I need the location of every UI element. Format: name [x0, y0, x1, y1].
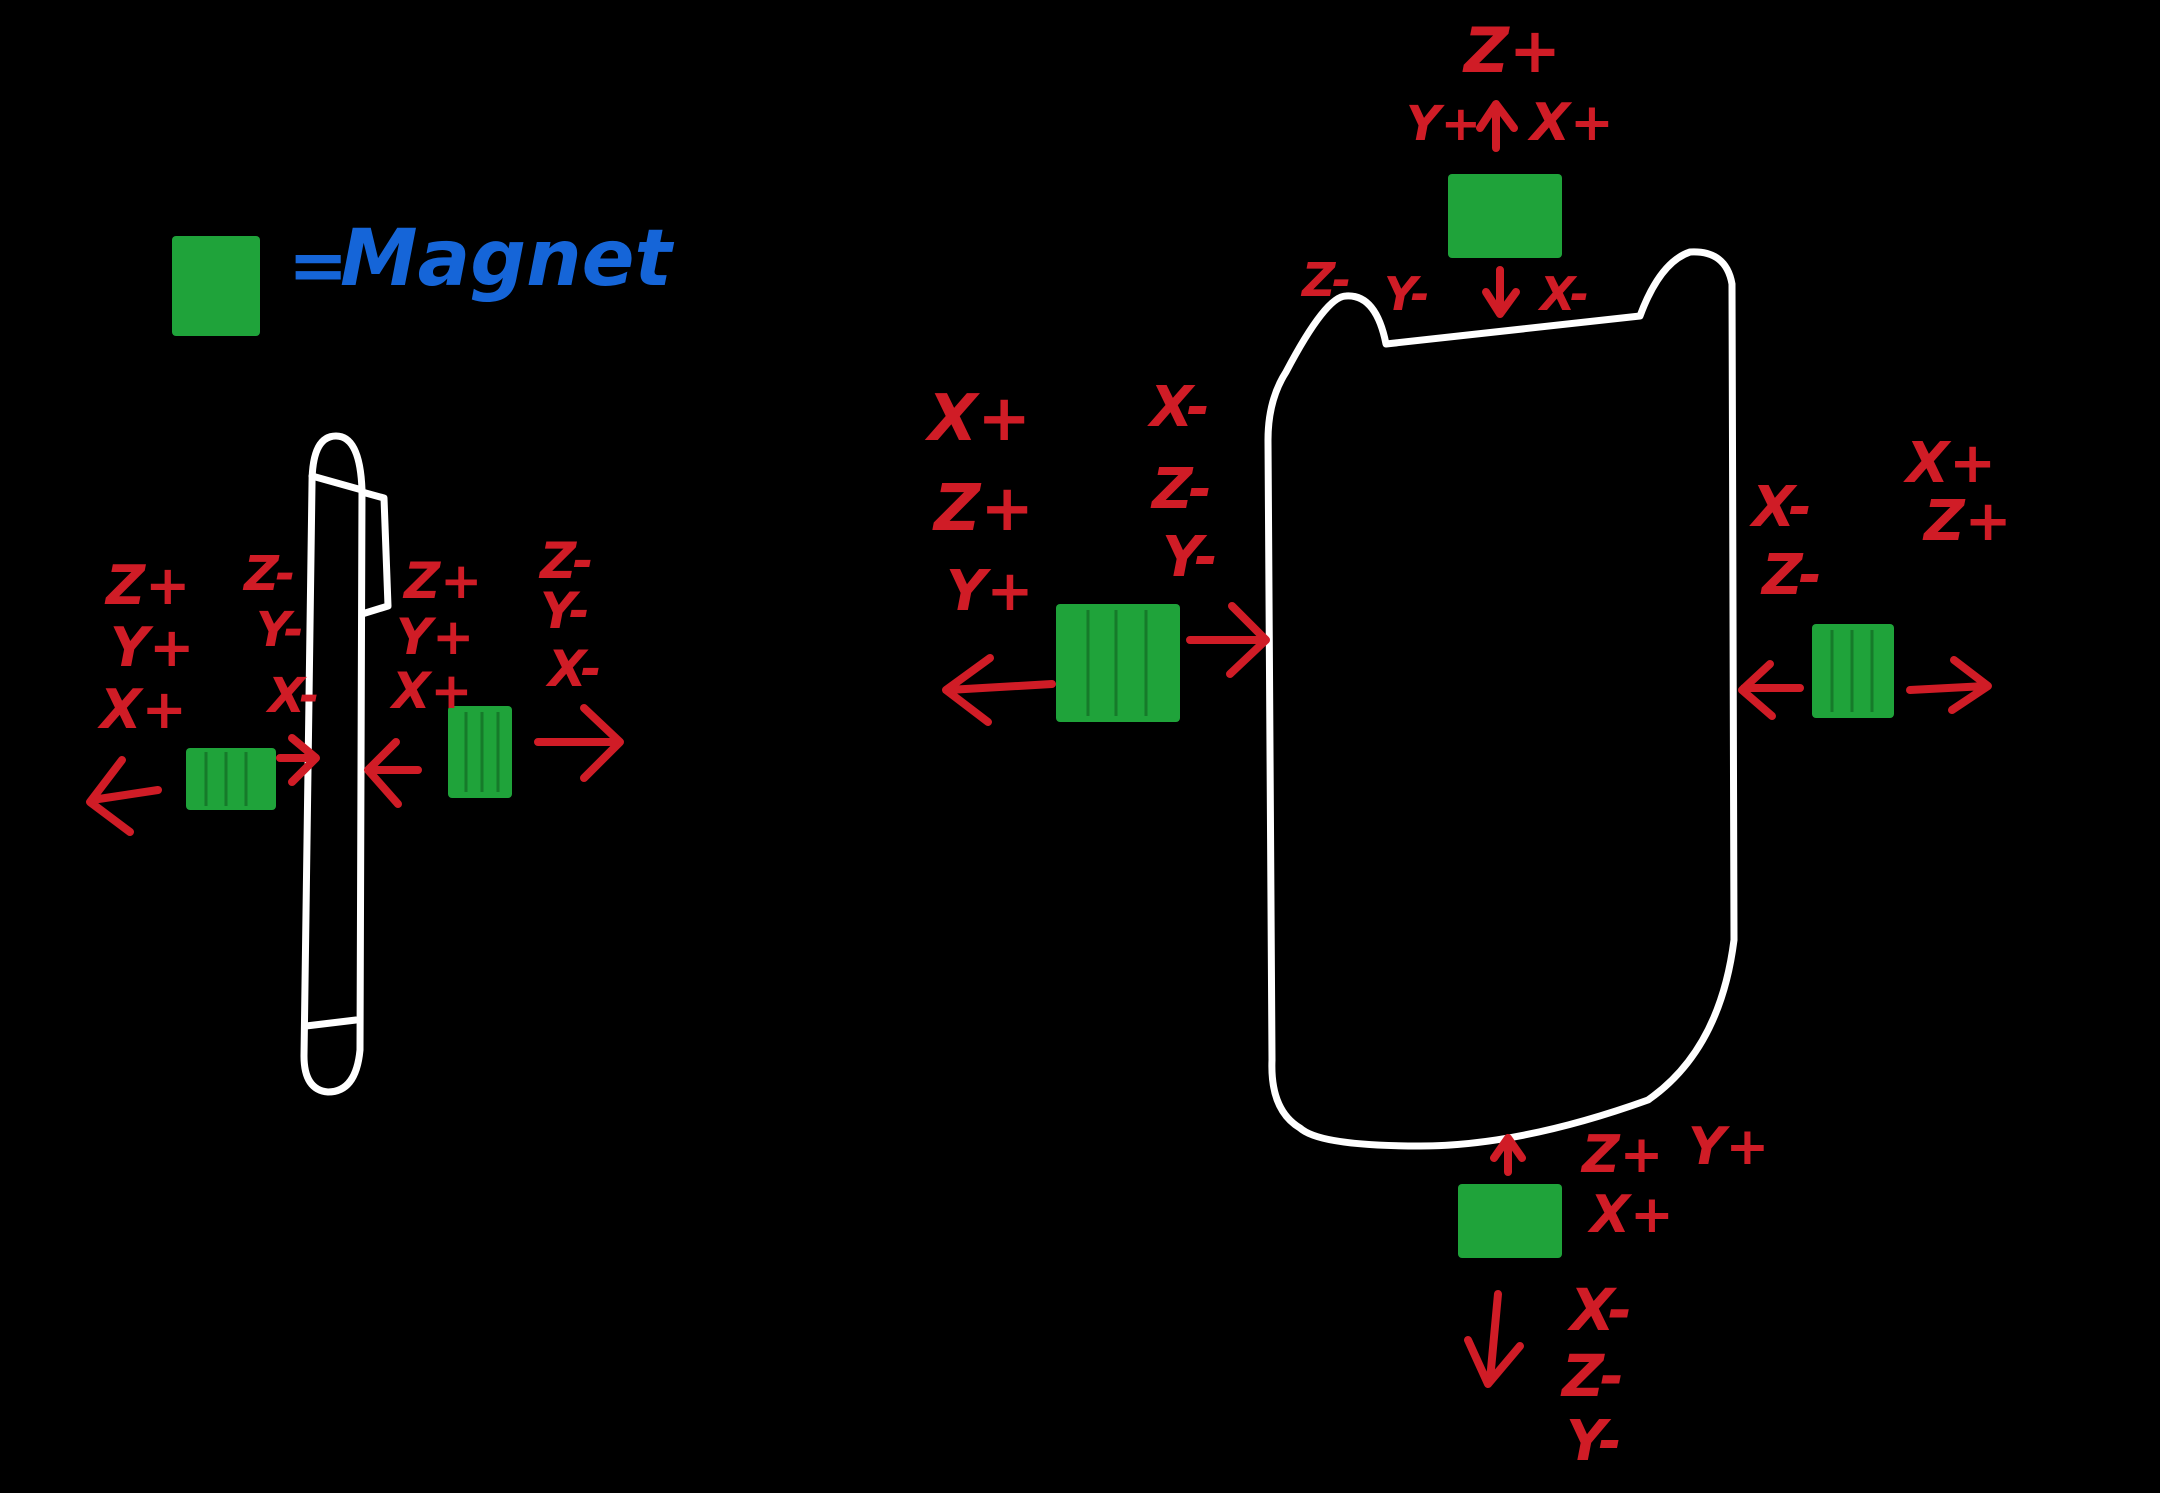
phone-top-lower-label-2: Y- — [1384, 267, 1430, 321]
phone-bottom-lower-label-1: X- — [1567, 1276, 1632, 1344]
pen-clip — [358, 488, 392, 618]
pen-left-magnet — [186, 748, 276, 810]
phone-right-outer-label-1: X+ — [1903, 431, 1996, 496]
phone-arrow-bottom-up — [1490, 1134, 1526, 1176]
phone-left-outer-label-1: X+ — [924, 382, 1031, 456]
pen-diagram: Z+ Y+ X+ Z- Y- X- Z+ Y+ X+ Z- Y- X- — [86, 432, 624, 1096]
phone-arrow-bottom-down — [1464, 1290, 1524, 1388]
pen-left-outer-labels: Z+ Y+ X+ — [97, 554, 194, 741]
pen-left-outer-label-1: Z+ — [104, 554, 190, 617]
phone-bottom-upper-label-2: Y+ — [1688, 1117, 1769, 1177]
pen-right-outer-label-3: X- — [545, 640, 601, 698]
pen-left-inner-label-3: X- — [265, 668, 319, 724]
phone-top-lower-labels: Z- Y- X- — [1300, 253, 1589, 321]
phone-left-inner-label-2: Z- — [1150, 457, 1212, 522]
pen-left-outer-label-2: Y+ — [110, 616, 194, 679]
pen-right-inner-label-2: Y+ — [396, 608, 474, 666]
pen-right-outer-labels: Z- Y- X- — [538, 532, 601, 698]
pen-right-magnet — [448, 706, 512, 798]
phone-bottom-upper-labels: Z+ Y+ X+ — [1580, 1117, 1769, 1245]
pen-left-outer-label-3: X+ — [97, 678, 187, 741]
legend-equals: = — [288, 223, 348, 307]
phone-top-lower-label-3: X- — [1537, 267, 1589, 321]
phone-left-outer-labels: X+ Z+ Y+ — [924, 382, 1034, 624]
phone-bottom-lower-labels: X- Z- Y- — [1560, 1276, 1632, 1474]
pen-left-inner-labels: Z- Y- X- — [242, 546, 319, 724]
phone-right-outer-label-2: Z+ — [1922, 489, 2012, 554]
phone-bottom-lower-label-2: Z- — [1560, 1342, 1624, 1410]
pen-arrow-right-out — [534, 704, 624, 782]
pen-right-inner-label-1: Z+ — [402, 552, 482, 610]
pen-right-inner-label-3: X+ — [389, 662, 472, 720]
phone-left-outer-label-3: Y+ — [946, 559, 1033, 624]
pen-right-outer-label-1: Z- — [538, 532, 593, 590]
phone-arrow-left-in — [1186, 602, 1270, 678]
phone-right-outer-labels: X+ Z+ — [1903, 431, 2012, 554]
phone-left-inner-label-1: X- — [1147, 375, 1210, 440]
pen-arrow-left-in — [276, 734, 320, 786]
pen-outline — [300, 432, 366, 1096]
phone-top-upper-label-1: Z+ — [1462, 14, 1561, 87]
phone-top-upper-label-2: Y+ — [1406, 96, 1481, 152]
phone-diagram: Z+ Y+ X+ Z- Y- X- X+ Z+ Y+ X- Z- Y- X- Z… — [924, 14, 2012, 1474]
pen-left-inner-label-1: Z- — [242, 546, 295, 602]
phone-left-inner-labels: X- Z- Y- — [1147, 375, 1218, 590]
phone-bottom-lower-label-3: Y- — [1566, 1409, 1622, 1474]
phone-top-lower-label-1: Z- — [1300, 253, 1351, 307]
phone-arrow-top-up — [1476, 100, 1518, 152]
pen-right-inner-labels: Z+ Y+ X+ — [389, 552, 482, 720]
phone-top-upper-label-3: X+ — [1527, 93, 1614, 153]
pen-right-outer-label-2: Y- — [540, 582, 590, 640]
phone-bottom-magnet — [1458, 1184, 1562, 1258]
phone-arrow-right-in — [1738, 660, 1804, 720]
legend-magnet-label: Magnet — [340, 214, 675, 304]
legend: = Magnet — [172, 214, 675, 336]
phone-right-inner-labels: X- Z- — [1749, 475, 1822, 608]
pen-tip-line — [302, 1016, 360, 1030]
phone-right-inner-label-2: Z- — [1760, 543, 1822, 608]
legend-magnet-swatch — [172, 236, 260, 336]
phone-bottom-upper-label-1: Z+ — [1580, 1125, 1663, 1185]
phone-arrow-top-down — [1482, 266, 1520, 318]
pen-arrow-left-out — [86, 756, 162, 836]
phone-arrow-left-out — [942, 654, 1056, 726]
phone-top-magnet — [1448, 174, 1562, 258]
phone-left-magnet — [1056, 604, 1180, 722]
phone-top-upper-labels: Z+ Y+ X+ — [1406, 14, 1614, 153]
phone-arrow-right-out — [1906, 656, 1992, 714]
phone-bottom-upper-label-3: X+ — [1587, 1185, 1674, 1245]
pen-cap-line — [308, 472, 366, 494]
phone-left-inner-label-3: Y- — [1162, 525, 1218, 590]
pen-arrow-right-in — [364, 738, 422, 808]
phone-right-inner-label-1: X- — [1749, 475, 1812, 540]
phone-left-outer-label-2: Z+ — [932, 472, 1034, 546]
pen-left-inner-label-2: Y- — [256, 602, 304, 658]
phone-outline — [1264, 248, 1738, 1150]
